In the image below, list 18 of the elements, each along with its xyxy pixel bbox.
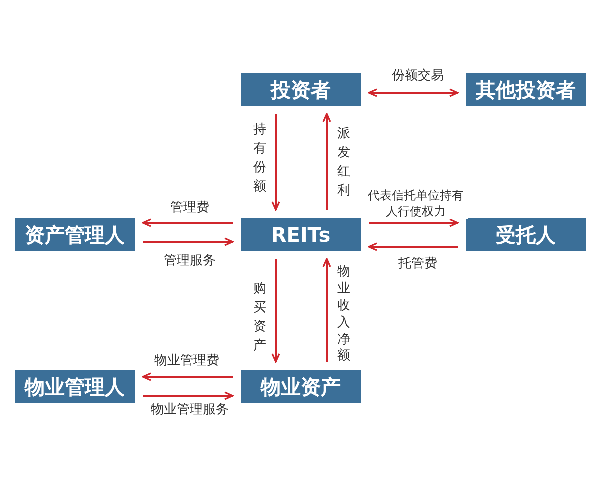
entity-box: 资产管理人 — [15, 218, 135, 251]
arrow — [322, 113, 332, 210]
arrow — [368, 88, 459, 98]
arrow — [142, 372, 233, 382]
entity-box: 投资者 — [241, 73, 361, 106]
entity-box: REITs — [241, 218, 361, 251]
arrow — [272, 114, 280, 211]
entity-box: 受托人 — [466, 218, 586, 251]
arrow — [369, 218, 459, 228]
entity-box: 其他投资者 — [466, 73, 586, 106]
arrow — [142, 218, 233, 228]
entity-box: 物业管理人 — [15, 370, 135, 403]
arrow — [143, 238, 234, 246]
arrow — [272, 259, 280, 363]
arrow — [322, 258, 332, 362]
arrow — [368, 242, 458, 252]
entity-box: 物业资产 — [241, 370, 361, 403]
arrow — [143, 392, 234, 400]
